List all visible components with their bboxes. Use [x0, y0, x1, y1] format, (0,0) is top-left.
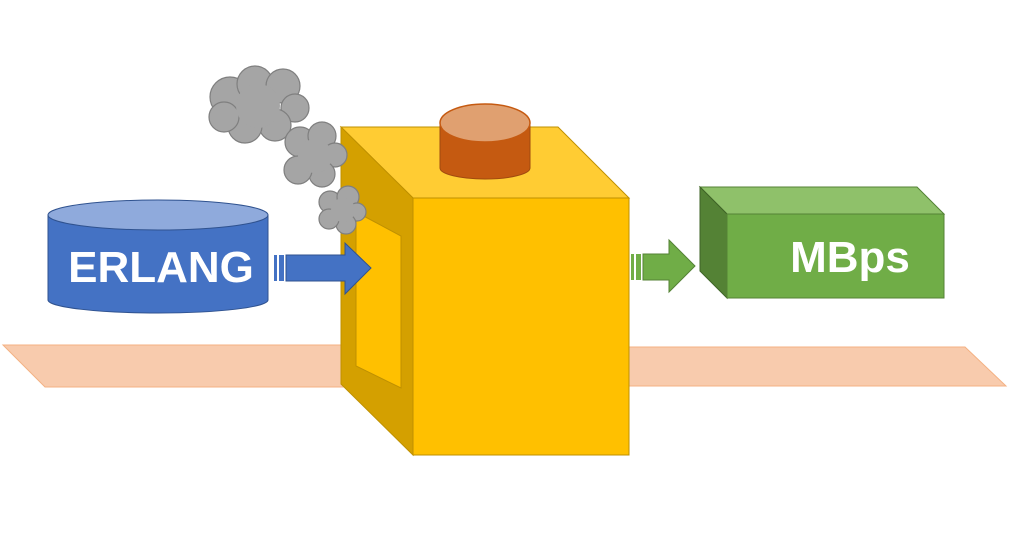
exhaust-smoke: [208, 65, 367, 235]
database-top: [47, 199, 269, 231]
source-label: ERLANG: [68, 243, 254, 292]
conveyor-belt-left: [1, 344, 397, 388]
smoke-cloud-medium: [283, 121, 348, 188]
machine-inlet-opening: [355, 211, 402, 389]
chimney-top: [439, 103, 531, 143]
database-body: [47, 214, 269, 314]
smoke-cloud-large: [208, 65, 310, 144]
output-box: MBps: [698, 185, 946, 300]
conveyor-belt-right: [624, 346, 1008, 387]
output-label: MBps: [790, 233, 910, 282]
output-box-front: [726, 213, 945, 299]
output-arrow: [631, 238, 696, 294]
smoke-cloud-small: [318, 185, 367, 235]
machine-front-face: [412, 197, 630, 456]
chimney: [439, 103, 531, 180]
input-arrow: [274, 241, 372, 296]
output-box-top: [698, 186, 946, 215]
source-database: ERLANG: [47, 199, 269, 314]
